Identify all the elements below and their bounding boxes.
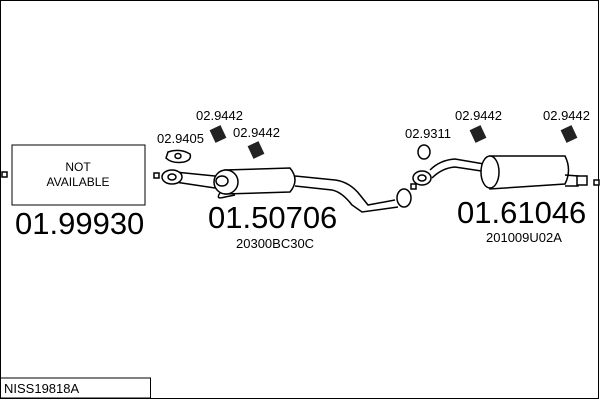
accessory-code: 02.9442 — [455, 108, 502, 123]
section-front-pipe[interactable]: NOT AVAILABLE 01.99930 — [11, 144, 146, 241]
connector-marker — [593, 179, 600, 186]
rubber-hanger-icon — [247, 141, 265, 159]
accessory-hanger[interactable]: 02.9442 — [543, 108, 590, 143]
oem-number: 20300BC30C — [236, 236, 314, 251]
accessory-code: 02.9442 — [543, 108, 590, 123]
not-available-text: NOT — [65, 160, 91, 174]
inlet-pipe — [429, 158, 491, 179]
accessory-code: 02.9405 — [157, 131, 204, 146]
center-muffler-body — [224, 167, 296, 195]
accessory-hanger[interactable]: 02.9442 — [233, 125, 280, 159]
rubber-hanger-icon — [560, 125, 578, 143]
rubber-hanger-icon — [209, 125, 227, 143]
connecting-pipe — [294, 175, 399, 213]
inlet-flange — [412, 170, 432, 186]
rubber-hanger-icon — [469, 125, 487, 143]
accessory-code: 02.9442 — [196, 108, 243, 123]
oem-number: 201009U02A — [486, 230, 562, 245]
accessory-gasket[interactable]: 02.9405 — [157, 131, 204, 164]
assembly-code-box — [0, 377, 151, 399]
accessory-hanger[interactable]: 02.9442 — [196, 108, 243, 143]
assembly-code: NISS19818A — [4, 381, 79, 396]
part-number[interactable]: 01.61046 — [457, 195, 586, 230]
connector-marker — [153, 172, 160, 179]
not-available-box — [11, 144, 146, 206]
accessory-code: 02.9311 — [405, 126, 451, 141]
part-number[interactable]: 01.99930 — [15, 206, 144, 241]
inlet-flange — [161, 169, 183, 185]
part-number[interactable]: 01.50706 — [208, 200, 337, 235]
rear-muffler-body — [489, 155, 570, 190]
not-available-text: AVAILABLE — [47, 175, 110, 189]
section-rear-muffler[interactable]: 01.61046 201009U02A — [412, 155, 588, 245]
ring-icon — [417, 144, 431, 160]
gasket-icon — [165, 149, 192, 164]
section-center-muffler[interactable]: 01.50706 20300BC30C — [161, 167, 412, 251]
accessory-hanger[interactable]: 02.9442 — [455, 108, 502, 143]
accessory-code: 02.9442 — [233, 125, 280, 140]
connector-marker — [410, 183, 417, 190]
accessory-ring[interactable]: 02.9311 — [405, 126, 451, 160]
outlet-flange — [396, 188, 412, 208]
connector-marker — [1, 171, 8, 178]
inlet-pipe — [174, 171, 216, 189]
